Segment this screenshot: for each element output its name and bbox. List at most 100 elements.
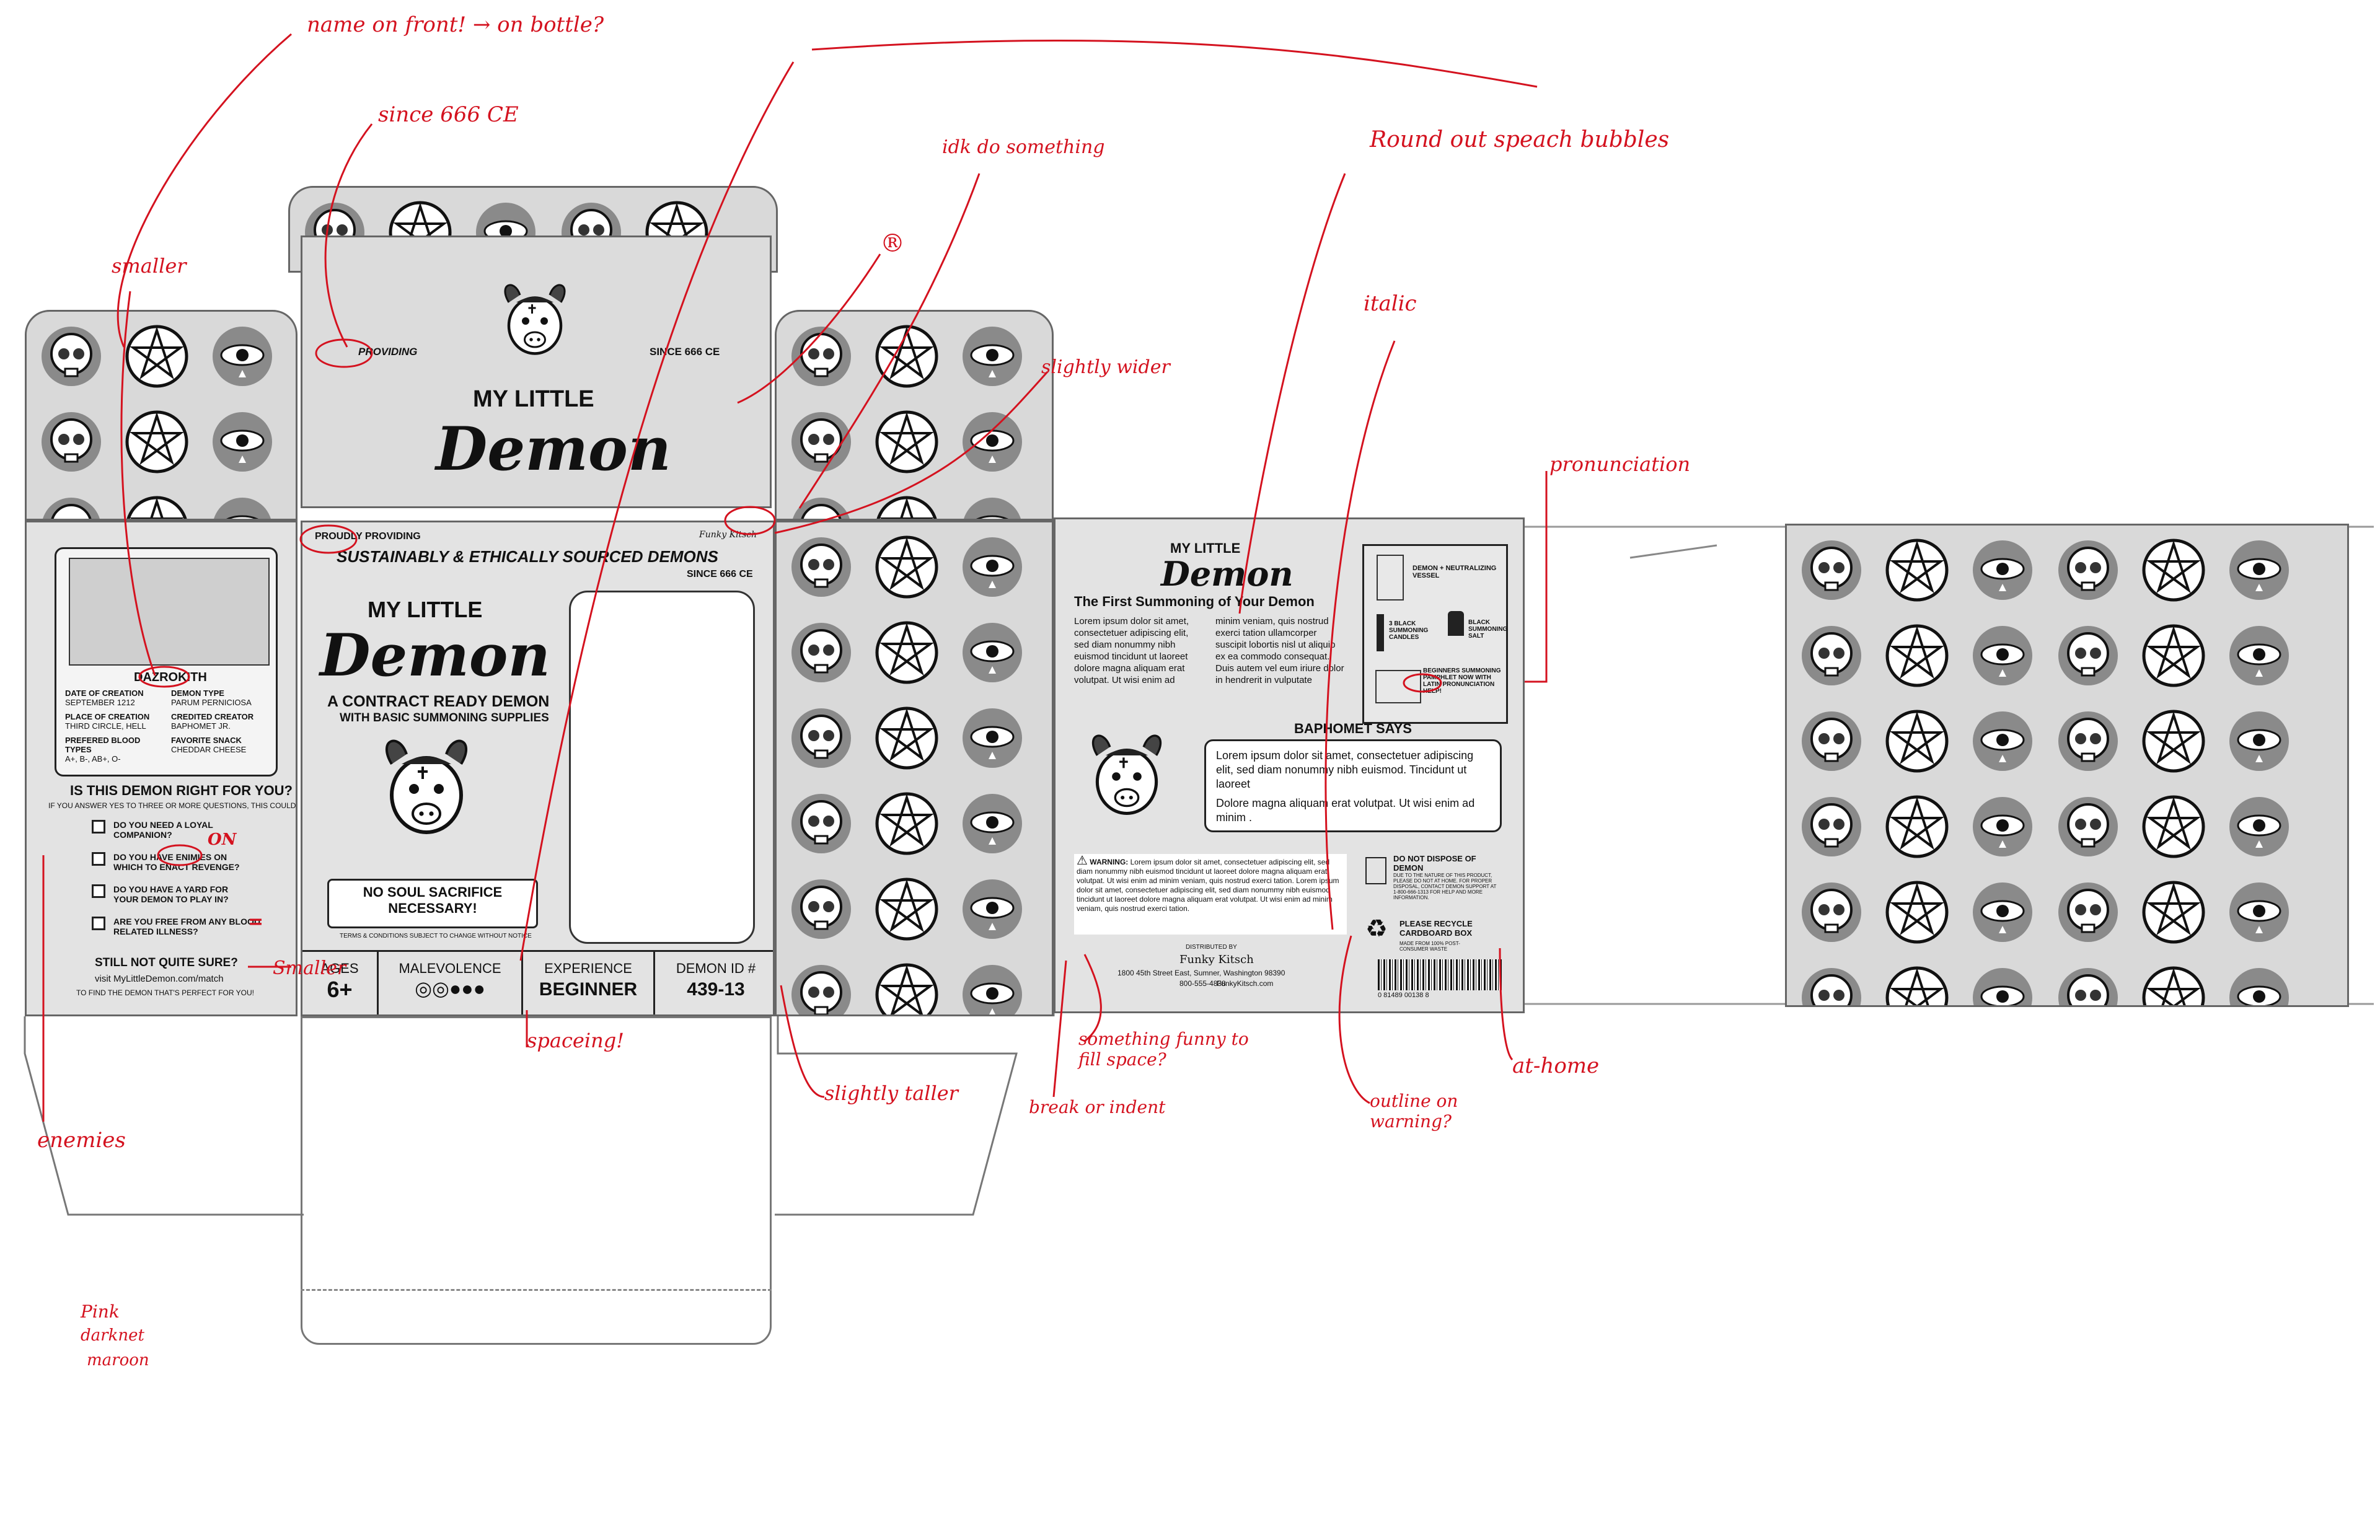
note-darknet: darknet — [81, 1326, 144, 1345]
eye-icon — [2229, 626, 2289, 685]
note-break-indent: break or indent — [1029, 1097, 1166, 1117]
eye-icon — [963, 879, 1022, 939]
pentagram-icon — [1885, 795, 1949, 858]
skull-icon — [791, 412, 851, 472]
skull-icon — [42, 327, 101, 386]
vessel-icon — [1377, 555, 1404, 601]
pattern-grid — [1787, 526, 2347, 1005]
malevolence-rating-icon: ◎◎●●● — [415, 977, 485, 1000]
brand-script: Demon — [436, 414, 671, 484]
skull-icon — [793, 498, 850, 519]
stat-demon-id: DEMON ID #439-13 — [676, 961, 756, 1000]
pentagram-icon — [125, 325, 188, 388]
stat-malevolence: MALEVOLENCE◎◎●●● — [379, 952, 523, 1014]
eye-icon — [2229, 882, 2289, 942]
note-at-home: at-home — [1512, 1054, 1600, 1078]
skull-icon — [1802, 626, 1861, 685]
note-italic: italic — [1364, 291, 1417, 316]
back-col-1: Lorem ipsum dolor sit amet, consectetuer… — [1074, 616, 1189, 685]
right-side-panel-pattern — [775, 521, 1054, 1016]
quiz-checkbox-1[interactable] — [92, 820, 105, 834]
skull-icon — [791, 327, 851, 386]
quiz-checkbox-2[interactable] — [92, 852, 105, 866]
note-enemies: enemies — [37, 1128, 126, 1153]
pattern-grid — [27, 312, 296, 519]
eye-icon — [2229, 797, 2289, 856]
eye-icon — [1973, 626, 2032, 685]
back-col-2: minim veniam, quis nostrud exerci tation… — [1215, 616, 1344, 685]
bottom-flap — [301, 1016, 772, 1345]
eye-icon — [963, 623, 1022, 682]
quiz-question-4: ARE YOU FREE FROM ANY BLOOD RELATED ILLN… — [113, 917, 260, 936]
distributed-by: DISTRIBUTED BY — [1186, 944, 1237, 951]
pentagram-icon — [875, 792, 938, 855]
note-registered: ® — [880, 229, 905, 258]
note-pronunciation: pronunciation — [1549, 452, 1691, 476]
providing-label: PROVIDING — [358, 346, 418, 358]
warning-box: ⚠ WARNING: Lorem ipsum dolor sit amet, c… — [1074, 854, 1347, 935]
pentagram-icon — [1885, 539, 1949, 602]
pentagram-icon — [1885, 710, 1949, 773]
baphomet-bubble: Lorem ipsum dolor sit amet, consectetuer… — [1204, 739, 1502, 832]
skull-icon — [791, 708, 851, 768]
front-panel: PROUDLY PROVIDING Funky Kitsch SUSTAINAB… — [301, 521, 775, 1016]
still-link[interactable]: visit MyLittleDemon.com/match — [95, 974, 224, 984]
quiz-subtitle: IF YOU ANSWER YES TO THREE OR MORE QUEST… — [48, 801, 296, 810]
fold-line — [301, 1289, 772, 1291]
pentagram-icon — [875, 878, 938, 941]
pentagram-icon — [1885, 966, 1949, 1005]
dispose-text: DUE TO THE NATURE OF THIS PRODUCT, PLEAS… — [1393, 873, 1497, 900]
brand-small: MY LITTLE — [473, 386, 594, 412]
note-smaller-2: Smaller — [273, 957, 346, 979]
skull-icon — [1802, 711, 1861, 771]
back-brand-script: Demon — [1161, 554, 1294, 594]
eye-icon — [213, 327, 272, 386]
skull-icon — [2058, 711, 2118, 771]
eye-icon — [2229, 540, 2289, 600]
barcode-icon — [1378, 959, 1502, 990]
dispose-title: DO NOT DISPOSE OF DEMON — [1393, 854, 1476, 873]
funky-kitsch-small: Funky Kitsch — [699, 530, 757, 540]
eye-icon — [963, 327, 1022, 386]
back-panel: MY LITTLE Demon The First Summoning of Y… — [1054, 517, 1525, 1013]
pentagram-icon — [2142, 795, 2205, 858]
recycle-title: PLEASE RECYCLE CARDBOARD BOX — [1399, 919, 1473, 938]
note-on: ON — [208, 830, 237, 849]
note-outline-warning: outline on warning? — [1370, 1091, 1458, 1132]
pentagram-icon — [1885, 881, 1949, 944]
website[interactable]: FunkyKitsch.com — [1217, 979, 1274, 988]
skull-icon — [791, 623, 851, 682]
pentagram-icon — [2142, 710, 2205, 773]
window-cutout — [569, 591, 755, 944]
eye-icon — [2229, 711, 2289, 771]
eye-icon — [964, 498, 1021, 519]
skull-icon — [42, 412, 101, 472]
note-something-funny: something funny to fill space? — [1078, 1029, 1249, 1070]
quiz-checkbox-4[interactable] — [92, 917, 105, 930]
quiz-checkbox-3[interactable] — [92, 884, 105, 898]
top-panel: PROVIDING SINCE 666 CE MY LITTLE Demon — [301, 235, 772, 508]
note-smaller: smaller — [112, 254, 187, 278]
pentagram-icon — [2142, 539, 2205, 602]
phone: 800-555-4838 — [1179, 979, 1226, 988]
note-idk: idk do something — [942, 136, 1105, 158]
warning-icon: ⚠ — [1077, 854, 1088, 868]
note-pink: Pink — [81, 1301, 120, 1322]
eye-icon — [963, 412, 1022, 472]
note-spacing: spaceing! — [527, 1029, 625, 1052]
still-subtitle: TO FIND THE DEMON THAT'S PERFECT FOR YOU… — [76, 988, 254, 997]
pentagram-icon — [876, 496, 937, 519]
pentagram-icon — [875, 621, 938, 684]
skull-icon — [791, 879, 851, 939]
pentagram-icon — [126, 496, 187, 519]
left-top-flap-pattern — [25, 310, 298, 521]
goat-mascot-icon — [364, 727, 488, 851]
